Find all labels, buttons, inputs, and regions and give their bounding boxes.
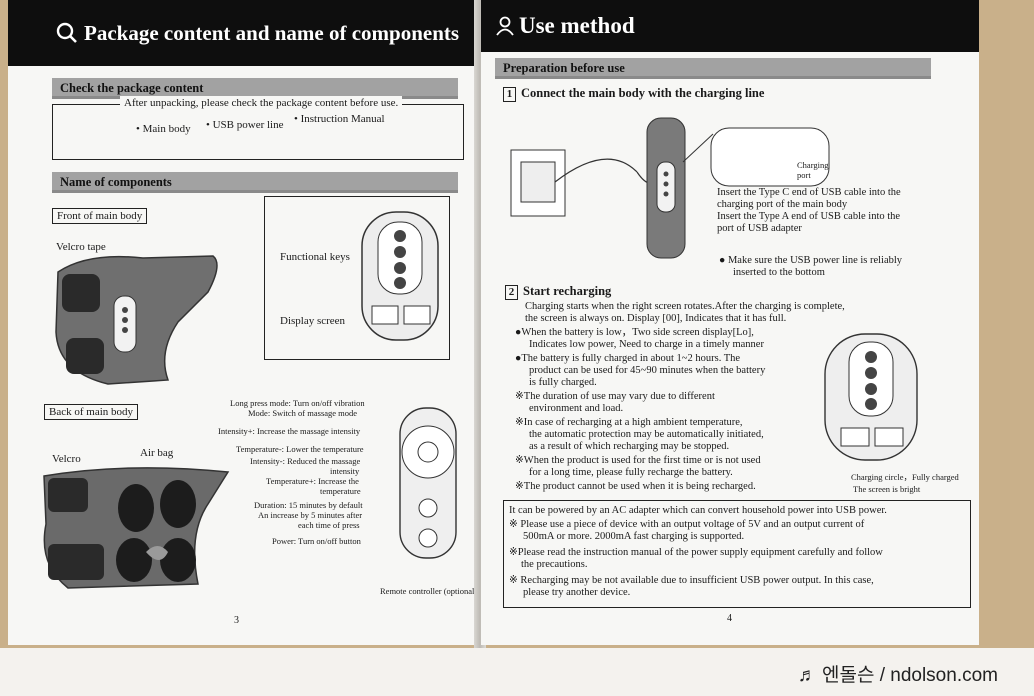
step1-desc-4: port of USB adapter	[717, 223, 802, 234]
step2-line-3: ●When the battery is low，Two side screen…	[515, 327, 754, 338]
charging-panel-illustration	[824, 333, 918, 461]
right-header-banner: Use method	[481, 0, 979, 52]
step2-title: Start recharging	[523, 284, 612, 298]
step1-note-2: inserted to the bottom	[733, 267, 825, 278]
remote-label-temp-plus-cont: temperature	[320, 486, 361, 496]
step1-note-1: ● Make sure the USB power line is reliab…	[719, 255, 903, 266]
ac-box-line-7: please try another device.	[523, 587, 631, 598]
remote-label-temp-minus: Temperature-: Lower the temperature	[236, 444, 364, 454]
ac-box-line-3: 500mA or more. 2000mA fast charging is s…	[523, 531, 745, 542]
step2-line-8: ※The duration of use may vary due to dif…	[515, 391, 715, 402]
step2-heading: 2 Start recharging	[505, 284, 611, 300]
section-check-package: Check the package content	[52, 78, 458, 99]
remote-label-duration-cont2: each time of press	[298, 520, 360, 530]
ac-box-line-6: ※ Recharging may be not available due to…	[509, 575, 874, 586]
air-bag-label: Air bag	[140, 447, 174, 459]
ac-box-line-1: It can be powered by an AC adapter which…	[509, 505, 887, 516]
left-header-title: Package content and name of components	[84, 20, 460, 45]
check-intro-text: After unpacking, please check the packag…	[120, 96, 403, 110]
step2-line-4: Indicates low power, Need to charge in a…	[529, 339, 764, 350]
step2-line-11: the automatic protection may be automati…	[529, 429, 764, 440]
step2-line-9: environment and load.	[529, 403, 624, 414]
package-item-manual: • Instruction Manual	[294, 113, 385, 125]
remote-caption: Remote controller (optional)	[380, 586, 478, 596]
person-icon	[496, 16, 514, 36]
remote-controller-illustration	[399, 407, 457, 559]
massager-front-illustration	[55, 255, 218, 385]
section-name-components: Name of components	[52, 172, 458, 193]
right-page: Use method Preparation before use 1 Conne…	[481, 0, 979, 645]
left-page-number: 3	[234, 615, 239, 626]
step2-line-15: ※The product cannot be used when it is b…	[515, 481, 756, 492]
display-screen-label: Display screen	[280, 315, 346, 327]
right-header-title: Use method	[519, 13, 635, 38]
front-label: Front of main body	[52, 208, 148, 224]
charging-port-label: Charging port	[797, 160, 829, 180]
package-item-main-body: • Main body	[136, 123, 191, 135]
step2-line-5: ●The battery is fully charged in about 1…	[515, 353, 741, 364]
ac-box-line-2: ※ Please use a piece of device with an o…	[509, 519, 865, 530]
control-panel-illustration	[361, 211, 439, 341]
back-label: Back of main body	[44, 404, 139, 420]
charging-connection-illustration	[510, 117, 830, 259]
step2-line-10: ※In case of recharging at a high ambient…	[515, 417, 743, 428]
step1-heading: 1 Connect the main body with the charging…	[503, 86, 764, 102]
massager-back-illustration	[43, 467, 230, 589]
charge-caption-2: The screen is bright	[853, 484, 921, 494]
book-photo: Package content and name of components C…	[0, 0, 1034, 648]
remote-label-long-press: Long press mode: Turn on/off vibration	[230, 398, 365, 408]
right-page-number: 4	[727, 613, 732, 624]
remote-label-power: Power: Turn on/off button	[272, 536, 361, 546]
remote-label-temp-plus: Temperature+: Increase the	[266, 476, 359, 486]
remote-label-duration-cont1: An increase by 5 minutes after	[258, 510, 363, 520]
front-detail-box	[264, 196, 450, 360]
velcro-tape-label: Velcro tape	[56, 241, 106, 253]
remote-label-mode: Mode: Switch of massage mode	[248, 408, 358, 418]
step2-number: 2	[505, 285, 518, 300]
ac-box-line-4: ※Please read the instruction manual of t…	[509, 547, 883, 558]
step1-number: 1	[503, 87, 516, 102]
step1-desc-2: charging port of the main body	[717, 199, 848, 210]
left-page: Package content and name of components C…	[8, 0, 478, 645]
remote-label-duration: Duration: 15 minutes by default	[254, 500, 363, 510]
step1-title: Connect the main body with the charging …	[521, 86, 765, 100]
functional-keys-label: Functional keys	[280, 251, 350, 263]
ac-adapter-box	[503, 500, 971, 608]
search-icon	[56, 22, 77, 43]
charge-caption-1: Charging circle，Fully charged	[851, 472, 959, 482]
step2-line-1: Charging starts when the right screen ro…	[525, 301, 845, 312]
remote-label-intensity-plus: Intensity+: Increase the massage intensi…	[218, 426, 361, 436]
step1-desc-1: Insert the Type C end of USB cable into …	[717, 187, 901, 198]
photo-footer	[0, 648, 1034, 696]
watermark: ♬ 엔돌슨 / ndolson.com	[797, 665, 998, 686]
remote-label-intensity-cont: intensity	[330, 466, 360, 476]
step1-desc-3: Insert the Type A end of USB cable into …	[717, 211, 901, 222]
step2-line-14: for a long time, please fully recharge t…	[529, 467, 733, 478]
section-prep-before-use: Preparation before use	[495, 58, 931, 79]
package-content-box	[52, 104, 464, 160]
left-header-banner: Package content and name of components	[8, 0, 478, 66]
ac-box-line-5: the precautions.	[521, 559, 588, 570]
step2-line-6: product can be used for 45~90 minutes wh…	[529, 365, 766, 376]
velcro-label: Velcro	[52, 453, 81, 465]
step2-line-12: as a result of which recharging may be s…	[529, 441, 730, 452]
package-item-usb-line: • USB power line	[206, 119, 284, 131]
step2-line-13: ※When the product is used for the first …	[515, 455, 761, 466]
remote-label-intensity-minus: Intensity-: Reduced the massage	[250, 456, 361, 466]
step2-line-7: is fully charged.	[529, 377, 597, 388]
step2-line-2: the screen is always on. Display [00], I…	[525, 313, 787, 324]
